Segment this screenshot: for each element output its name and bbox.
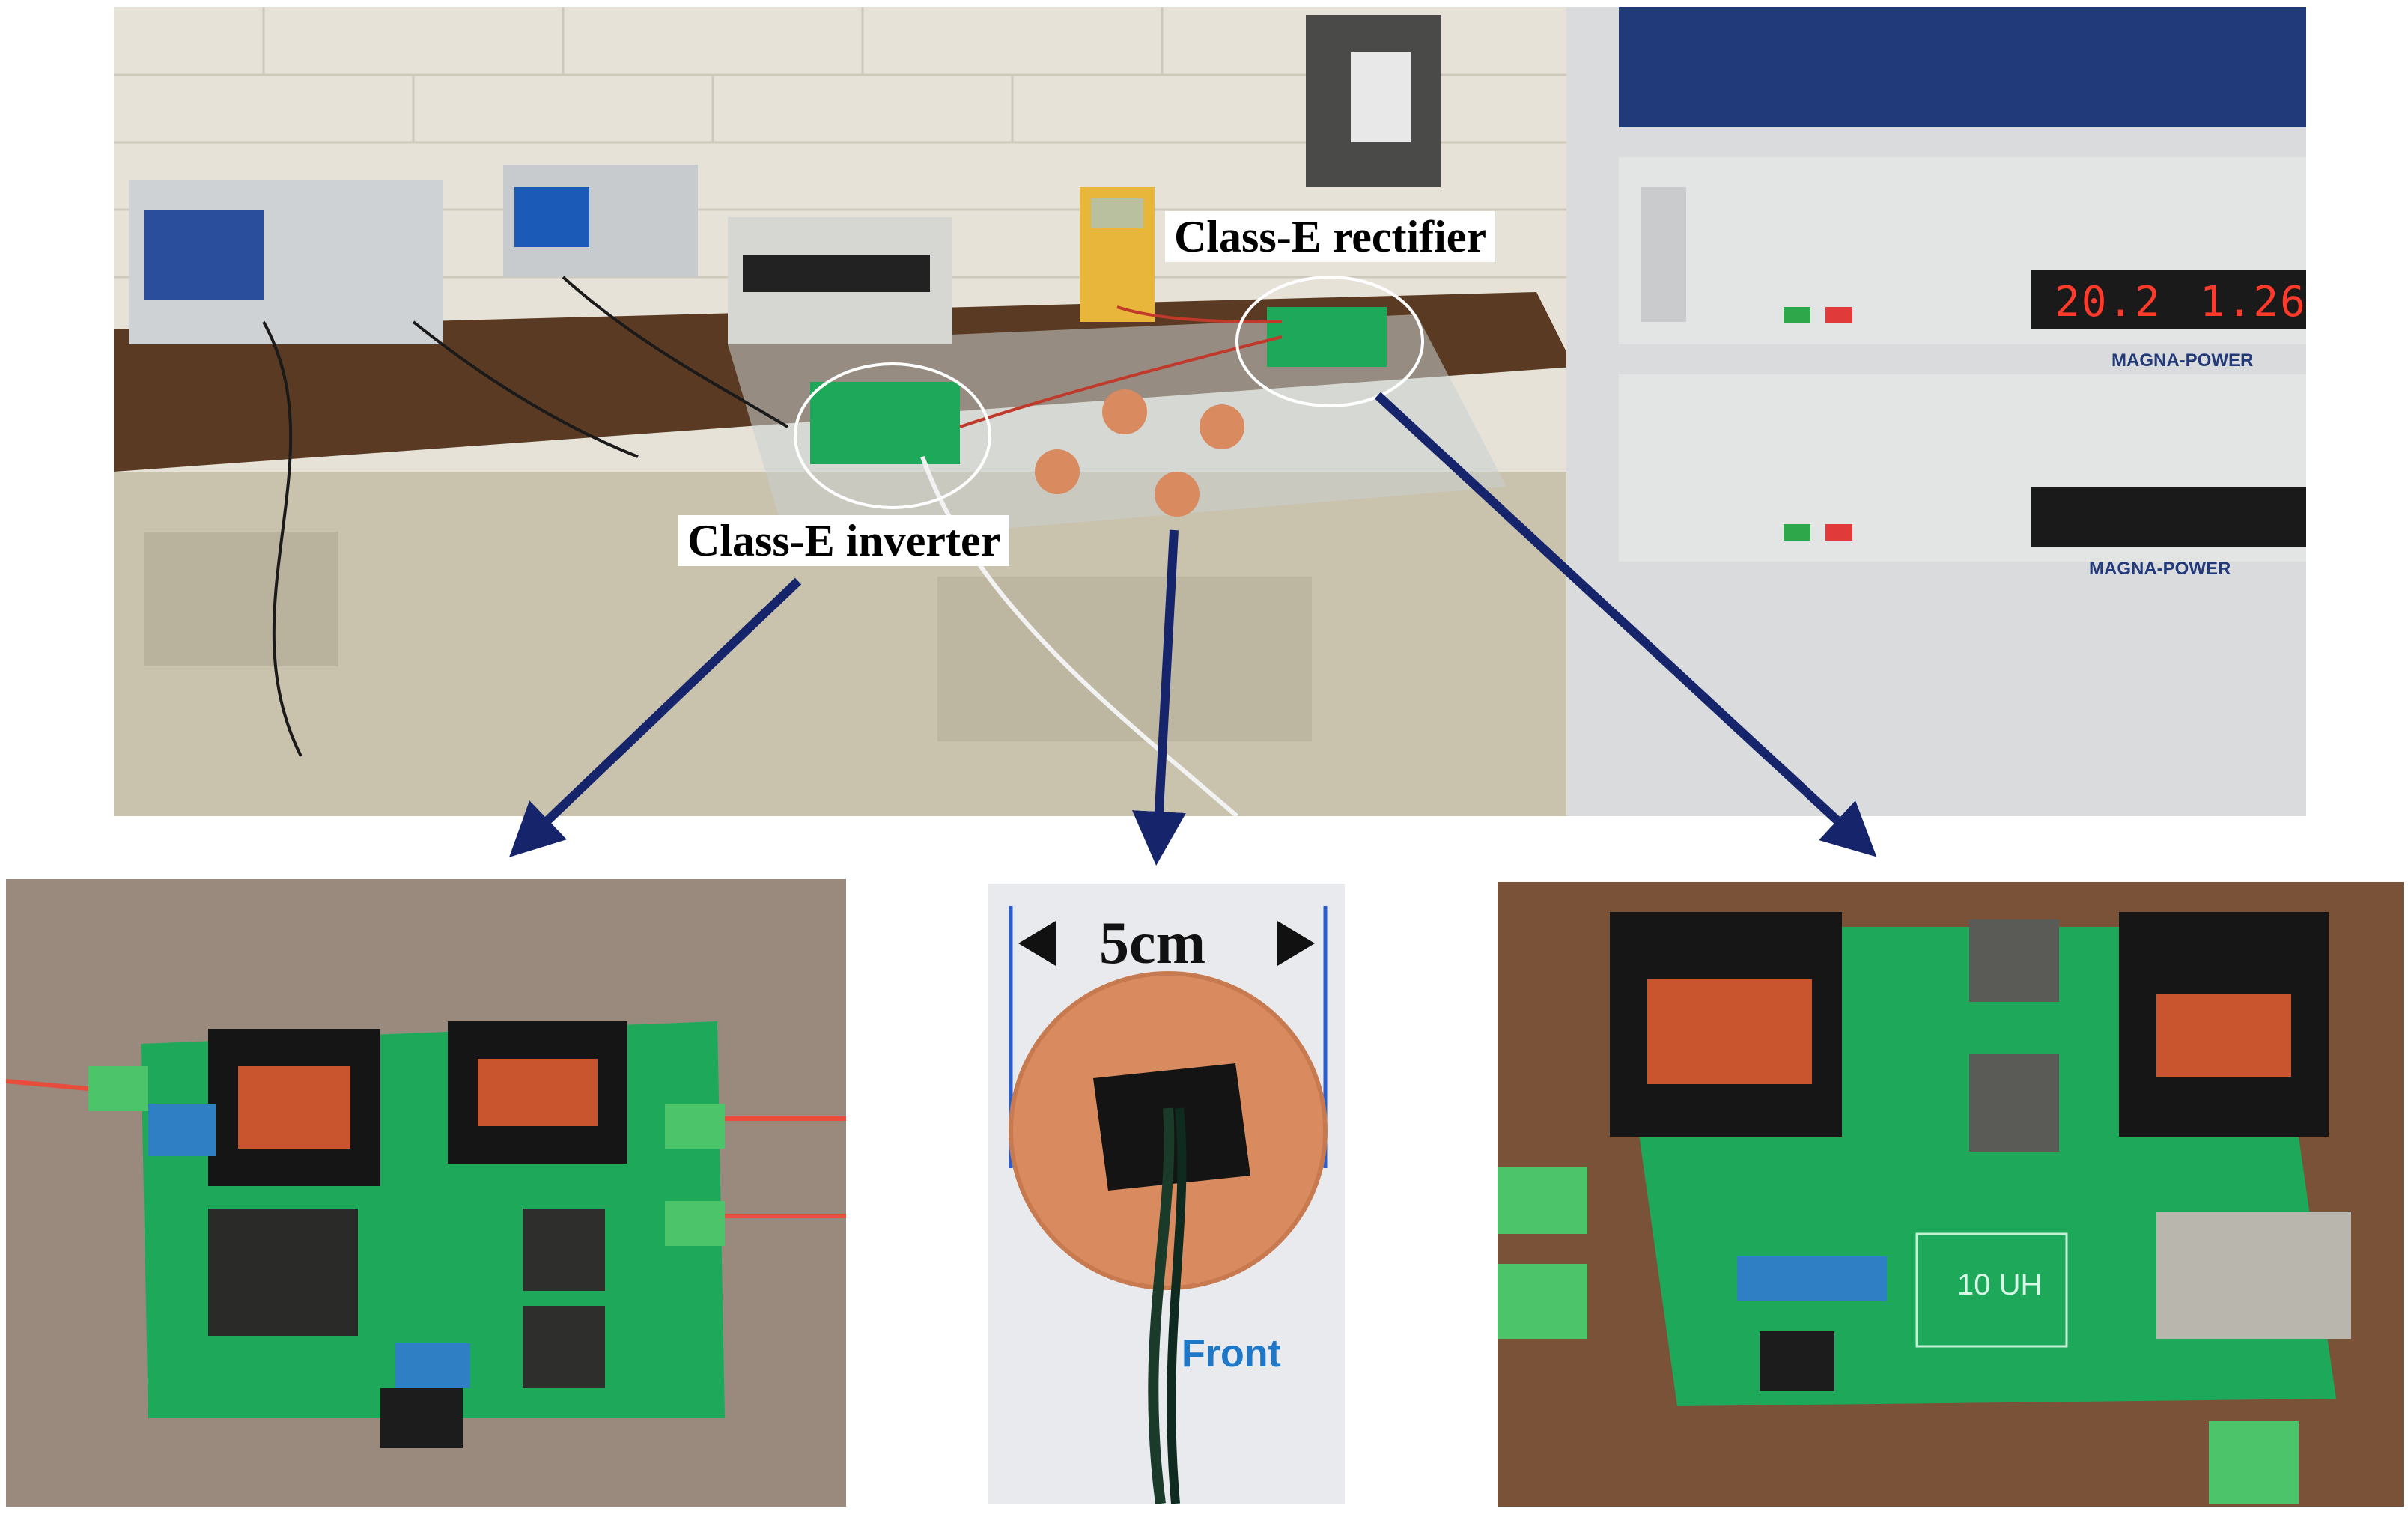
coil-diameter-label: 5cm — [1099, 910, 1206, 976]
power-supply-voltage: 20.2 — [2055, 278, 2162, 326]
coil-side-label: Front — [1182, 1332, 1281, 1375]
rectifier-board-photo — [1498, 882, 2404, 1507]
lab-setup-photo — [114, 7, 2306, 816]
caption-class-e-inverter: Class-E inverter — [678, 515, 1010, 566]
inverter-board-photo — [6, 879, 846, 1507]
power-supply-brand-lower: MAGNA-POWER — [2089, 559, 2231, 579]
power-supply-brand: MAGNA-POWER — [2111, 350, 2254, 371]
caption-class-e-rectifier: Class-E rectifier — [1165, 211, 1496, 262]
power-supply-current: 1.26 — [2200, 278, 2307, 326]
inductor-value-label: 10 UH — [1957, 1268, 2043, 1301]
coil-photo — [988, 884, 1345, 1504]
